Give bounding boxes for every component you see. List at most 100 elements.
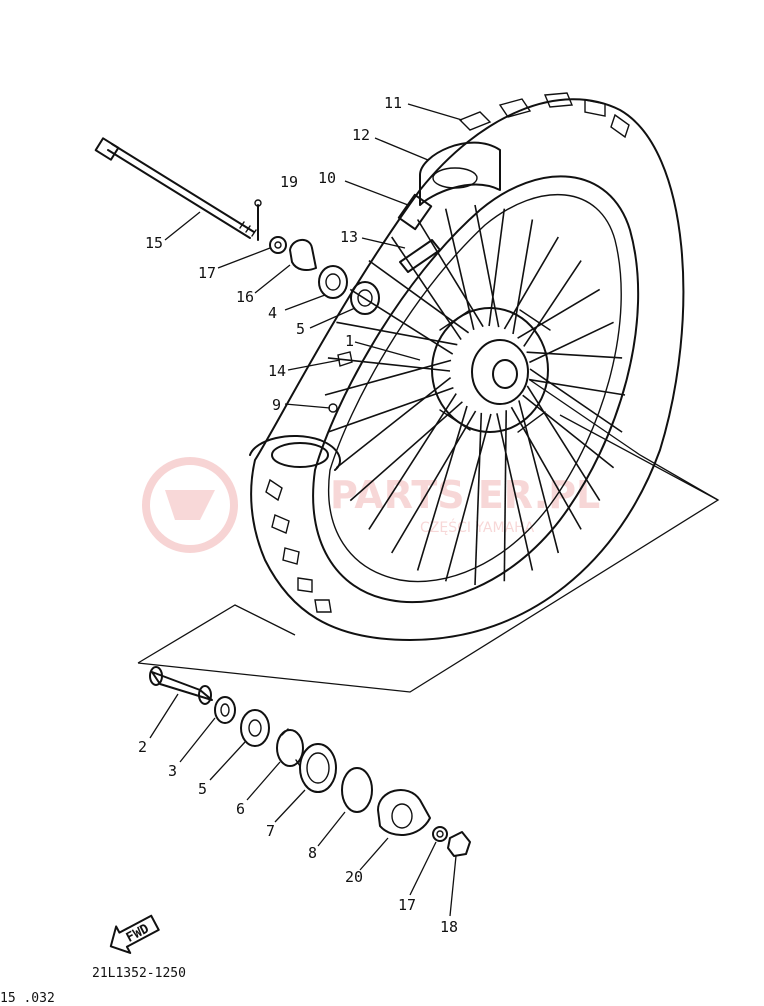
circlip bbox=[341, 767, 373, 813]
part-label-2: 2 bbox=[138, 738, 147, 756]
part-label-14: 14 bbox=[268, 362, 286, 380]
part-label-17-upper: 17 bbox=[198, 264, 216, 282]
spoke bbox=[416, 405, 468, 571]
drawing-code: 21L1352-1250 bbox=[92, 966, 186, 981]
valve-nut bbox=[397, 193, 433, 231]
part-label-12: 12 bbox=[352, 126, 370, 144]
rim-inner bbox=[328, 193, 622, 583]
projection-box bbox=[137, 379, 720, 693]
spoke bbox=[474, 412, 483, 586]
axle-stack-upper bbox=[94, 137, 380, 413]
spoke-part bbox=[328, 403, 338, 413]
wheel-assembly bbox=[249, 92, 685, 641]
spoke bbox=[391, 410, 477, 554]
oil-seal-upper bbox=[318, 265, 348, 299]
part-label-5-lower: 5 bbox=[198, 780, 207, 798]
spoke bbox=[336, 321, 458, 346]
spoke bbox=[503, 236, 559, 330]
hub-bore bbox=[492, 359, 518, 389]
part-label-7: 7 bbox=[266, 822, 275, 840]
spokes bbox=[324, 204, 626, 586]
axle-shaft bbox=[107, 149, 251, 239]
clutch-ring bbox=[276, 729, 304, 767]
part-label-13: 13 bbox=[340, 228, 358, 246]
spoke bbox=[335, 376, 452, 469]
part-label-15: 15 bbox=[145, 234, 163, 252]
spoke bbox=[349, 288, 454, 355]
axle-stack-lower bbox=[149, 666, 471, 857]
nut bbox=[447, 831, 471, 857]
spoke bbox=[512, 219, 534, 335]
spoke bbox=[529, 368, 623, 433]
part-label-3: 3 bbox=[168, 762, 177, 780]
spoke bbox=[368, 259, 470, 334]
part-label-10: 10 bbox=[318, 169, 336, 187]
spoke bbox=[327, 387, 454, 433]
washer-upper bbox=[269, 236, 287, 254]
spoke bbox=[416, 219, 484, 328]
tube-opening bbox=[432, 167, 478, 189]
collar-lower bbox=[214, 696, 236, 724]
fwd-arrow: FWD bbox=[109, 914, 160, 954]
leader-lines bbox=[149, 103, 463, 917]
washer-lower bbox=[432, 826, 448, 842]
part-label-11: 11 bbox=[384, 94, 402, 112]
spoke bbox=[526, 385, 601, 502]
watermark-logo-icon bbox=[142, 457, 238, 553]
spoke bbox=[518, 400, 560, 554]
spoke bbox=[368, 393, 457, 530]
part-label-19: 19 bbox=[280, 173, 298, 191]
oil-seal-lower bbox=[299, 743, 337, 793]
part-label-20: 20 bbox=[345, 868, 363, 886]
tube-parts bbox=[397, 141, 501, 273]
spoke bbox=[503, 410, 507, 582]
spoke bbox=[496, 413, 534, 571]
fwd-label: FWD bbox=[124, 921, 152, 945]
tire-cut-opening bbox=[271, 442, 329, 468]
axle-head bbox=[94, 137, 120, 161]
part-label-8: 8 bbox=[308, 844, 317, 862]
hub-flange bbox=[431, 307, 549, 433]
spoke bbox=[444, 208, 475, 330]
hub bbox=[431, 307, 551, 433]
rim-band bbox=[399, 239, 441, 273]
spoke bbox=[324, 359, 452, 396]
part-label-5-upper: 5 bbox=[296, 320, 305, 338]
part-labels: 11 12 10 19 15 13 17 16 4 5 1 14 9 2 3 5… bbox=[138, 94, 458, 936]
spoke bbox=[391, 236, 462, 341]
tube-band bbox=[419, 141, 501, 206]
tire-cut-section bbox=[249, 434, 341, 471]
fwd-arrow-icon bbox=[109, 914, 160, 954]
part-label-9: 9 bbox=[272, 396, 281, 414]
spoke bbox=[488, 208, 506, 327]
gear-unit bbox=[377, 789, 431, 837]
spoke bbox=[510, 406, 582, 530]
spoke bbox=[349, 401, 463, 502]
rim-outer bbox=[312, 175, 640, 604]
spoke bbox=[517, 288, 601, 339]
spoke bbox=[523, 260, 582, 347]
tire-tread bbox=[249, 92, 630, 613]
spoke bbox=[526, 351, 623, 359]
part-label-18: 18 bbox=[440, 918, 458, 936]
spoke bbox=[474, 204, 500, 328]
spoke bbox=[327, 357, 451, 372]
part-label-16: 16 bbox=[236, 288, 254, 306]
watermark: PARTS ER.PL CZĘŚCI YAMAHA bbox=[142, 457, 600, 553]
part-label-4: 4 bbox=[268, 304, 277, 322]
hub-center bbox=[471, 339, 529, 405]
collar-upper bbox=[289, 239, 317, 271]
bearing-upper bbox=[350, 281, 380, 315]
spacer bbox=[151, 671, 213, 701]
part-label-6: 6 bbox=[236, 800, 245, 818]
part-label-17-lower: 17 bbox=[398, 896, 416, 914]
footer-code: 15 .032 bbox=[0, 991, 55, 1006]
spoke bbox=[522, 394, 615, 469]
nipple-part bbox=[337, 351, 353, 367]
tire-outer-outline bbox=[250, 98, 685, 641]
part-label-1: 1 bbox=[345, 332, 354, 350]
spoke bbox=[444, 413, 492, 582]
bearing-lower bbox=[240, 709, 270, 747]
spoke bbox=[529, 321, 614, 364]
